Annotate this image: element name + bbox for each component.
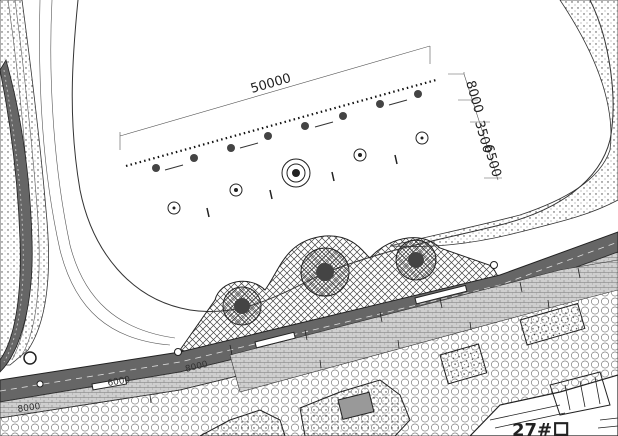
planter-circle-3 [395,239,437,281]
left-path-edge-inner [14,0,40,359]
outer-curve [39,0,171,346]
segment-3-label: 6500 [480,143,504,179]
overall-length-label: 50000 [249,71,293,97]
paving-lower [0,267,618,436]
planter-circle-2 [300,247,350,297]
fixture-row-1 [152,90,422,172]
bollard-line [125,78,437,168]
left-road-dim-label: 6000 [107,375,132,389]
left-road-pattern [3,69,24,363]
benches [91,284,468,391]
dimension-ticks [149,267,581,404]
left-lower-dim-label: 8000 [17,402,41,415]
segment-1-label: 8000 [462,79,486,115]
fixture-row-2 [167,131,429,218]
overall-dimension: 50000 [119,45,431,150]
main-road-centerline [0,241,618,392]
ornamental-planters [199,302,586,436]
left-road [0,58,33,373]
building [469,371,618,436]
central-fountain-icon [281,158,311,188]
top-planting-band [389,0,618,247]
paving-strip [229,259,618,393]
outer-curve-2 [50,0,176,339]
planter-circle-1 [222,286,262,326]
building-number-label: 27#口 [512,420,570,436]
right-dimension-chain: 8000 3500 6500 [448,72,504,181]
